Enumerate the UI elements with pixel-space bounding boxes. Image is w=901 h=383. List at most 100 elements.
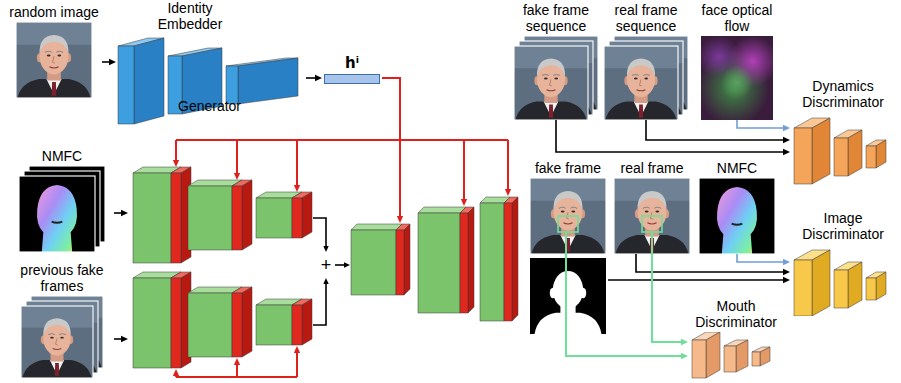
mouth-crop xyxy=(558,216,578,232)
photo-background xyxy=(16,22,92,98)
nmfc-image: NMFC xyxy=(697,160,777,254)
connector-line xyxy=(737,120,784,128)
eye xyxy=(645,210,649,212)
illustration-svg xyxy=(19,166,105,252)
arrow-head xyxy=(783,269,790,275)
connector xyxy=(566,334,688,359)
suit xyxy=(605,102,676,121)
portrait xyxy=(514,46,588,120)
arrow-head xyxy=(234,358,240,365)
portrait xyxy=(614,178,690,254)
illustration xyxy=(790,244,896,316)
portrait xyxy=(530,178,606,254)
block-top xyxy=(351,224,402,230)
illustration-svg xyxy=(21,296,103,378)
arrow-head xyxy=(109,59,116,65)
arrow-head xyxy=(783,259,790,265)
mouth xyxy=(49,67,58,68)
block-front xyxy=(133,278,171,368)
arrow-head xyxy=(505,189,511,196)
photo-background xyxy=(614,178,690,254)
conditioning-line xyxy=(507,140,509,190)
eye xyxy=(60,337,64,339)
arrow-head xyxy=(323,278,328,284)
illustration-svg xyxy=(324,74,380,84)
block-front xyxy=(232,293,242,357)
connector xyxy=(737,120,790,131)
block-side xyxy=(292,299,302,345)
arrow-head xyxy=(315,75,322,81)
block-top xyxy=(418,207,466,213)
illustration-svg xyxy=(530,178,606,334)
node-label: Generator xyxy=(178,98,258,114)
connector xyxy=(114,336,128,342)
connector xyxy=(646,120,790,143)
conditioning-line xyxy=(175,140,177,161)
block-side xyxy=(292,192,302,238)
connector-line xyxy=(652,254,682,342)
frame-border xyxy=(614,178,690,254)
brows xyxy=(48,334,65,335)
illustration xyxy=(514,36,598,120)
tie xyxy=(52,82,57,96)
illustration xyxy=(19,166,105,252)
arrow-head xyxy=(121,336,128,342)
connector-line xyxy=(114,338,122,340)
mouth-crop xyxy=(642,216,662,232)
node-label: Dynamics Discriminator xyxy=(793,78,893,110)
block-front xyxy=(480,203,504,321)
photo-background xyxy=(530,178,606,254)
mouth xyxy=(547,90,556,91)
block-side xyxy=(134,38,164,124)
eye xyxy=(634,78,638,80)
illustration-svg xyxy=(614,178,690,254)
mouth-crop-line xyxy=(565,232,567,334)
frame-border xyxy=(21,306,93,378)
arrow-head xyxy=(344,262,350,267)
eye xyxy=(571,210,575,212)
block-side xyxy=(812,118,830,184)
connector-line xyxy=(646,120,784,140)
head-shape xyxy=(37,185,77,252)
illustration-svg xyxy=(688,332,784,380)
block-front xyxy=(171,173,181,263)
arrow-head xyxy=(173,369,179,376)
block-side xyxy=(848,130,862,176)
brows xyxy=(45,51,63,52)
conditioning-line xyxy=(399,98,401,140)
mouth xyxy=(53,348,62,349)
discriminator-network: Dynamics Discriminator xyxy=(790,78,896,186)
connector-line xyxy=(114,212,122,214)
block-side xyxy=(812,250,830,316)
block-side xyxy=(404,224,410,295)
node-label: NMFC xyxy=(697,160,777,176)
block-front xyxy=(292,305,302,345)
arrow-head xyxy=(681,339,688,345)
block-side xyxy=(171,272,181,368)
mouth xyxy=(563,223,572,224)
eye xyxy=(655,210,659,212)
connector xyxy=(636,254,790,275)
arrow-head xyxy=(294,185,300,192)
block-side xyxy=(302,299,312,345)
block-front xyxy=(834,138,848,176)
mouth xyxy=(732,224,743,225)
illustration xyxy=(604,36,688,120)
block-side xyxy=(468,207,474,313)
operator-label: + xyxy=(319,256,333,274)
conditioning-line xyxy=(236,140,238,174)
node-label: Image Discriminator xyxy=(793,210,893,242)
node-label: real frame sequence xyxy=(606,2,686,34)
frame-border xyxy=(16,22,92,98)
connector xyxy=(306,75,322,81)
arrow-head xyxy=(681,353,688,359)
mouth xyxy=(637,90,646,91)
frame-border xyxy=(604,46,678,120)
discriminator-network: Image Discriminator xyxy=(790,210,896,316)
photo-background xyxy=(604,46,678,120)
brows xyxy=(632,74,650,75)
node-label: Mouth Discriminator xyxy=(688,298,784,330)
hair xyxy=(554,191,583,210)
portrait xyxy=(16,22,92,98)
nose xyxy=(640,79,642,86)
